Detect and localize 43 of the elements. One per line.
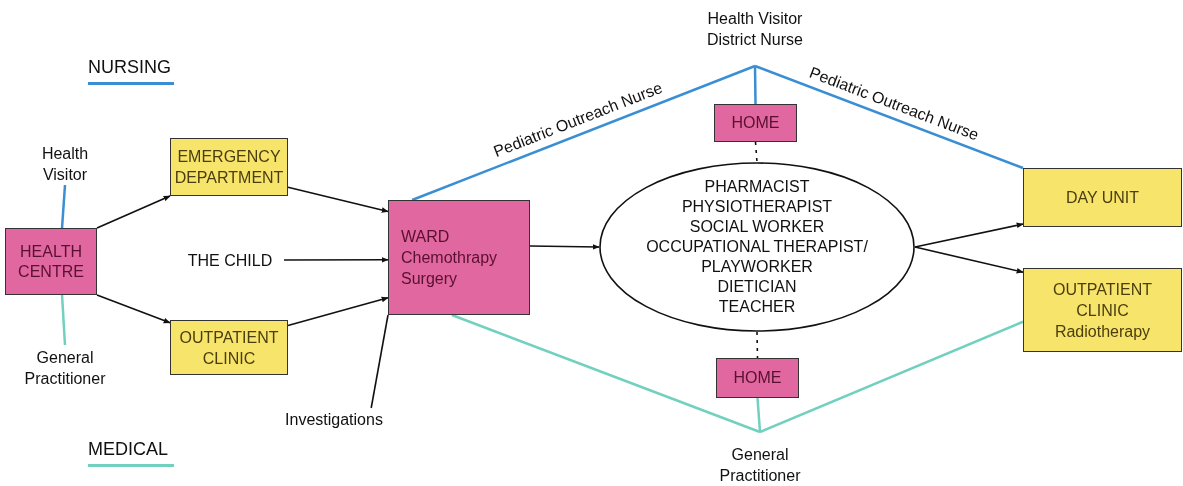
arrow — [914, 246, 1024, 274]
legend-label: NURSING — [88, 56, 171, 78]
arrow — [529, 244, 600, 250]
arrow — [287, 186, 389, 213]
clinic-box: OUTPATIENT CLINIC Radiotherapy — [1023, 268, 1182, 352]
connector-line — [60, 184, 67, 229]
staff-ellipse — [599, 162, 915, 332]
clinic-box: OUTPATIENT CLINIC — [170, 320, 288, 375]
connector-line — [411, 64, 756, 202]
health-centre-box: HEALTH CENTRE — [5, 228, 97, 295]
ward-box: WARD Chemothrapy Surgery — [388, 200, 530, 315]
role-label: Health Visitor District Nurse — [692, 8, 818, 66]
home-box: HOME — [716, 358, 799, 398]
arrow — [914, 222, 1024, 248]
staff-role: PHARMACIST — [704, 177, 810, 197]
staff-role: PHYSIOTHERAPIST — [681, 197, 833, 217]
connector-line — [60, 294, 67, 346]
connector-line — [756, 397, 762, 433]
department-box: EMERGENCY DEPARTMENT — [170, 138, 288, 196]
staff-role: TEACHER — [718, 297, 796, 317]
day-unit-box: DAY UNIT — [1023, 168, 1182, 227]
arrow — [283, 257, 389, 263]
dotted-connector — [754, 141, 758, 163]
connector-line — [451, 313, 761, 434]
staff-role: DIETICIAN — [717, 277, 797, 297]
investigations-label: Investigations — [272, 408, 396, 430]
dotted-connector — [756, 331, 759, 359]
connector-line — [759, 320, 1024, 434]
role-label: General Practitioner — [10, 345, 120, 391]
staff-role: PLAYWORKER — [701, 257, 813, 277]
child-label: THE CHILD — [176, 249, 284, 271]
staff-role: SOCIAL WORKER — [689, 217, 825, 237]
legend-label: MEDICAL — [88, 438, 168, 460]
connector-line — [753, 66, 757, 104]
connector-line — [754, 64, 1024, 170]
arrow — [287, 296, 389, 327]
role-label: Health Visitor — [22, 143, 108, 185]
role-label: General Practitioner — [702, 432, 818, 486]
arrow — [96, 195, 171, 229]
arrow — [96, 294, 171, 324]
staff-role: OCCUPATIONAL THERAPIST/ — [646, 237, 868, 257]
connector-line — [370, 314, 389, 409]
home-box: HOME — [714, 104, 797, 142]
